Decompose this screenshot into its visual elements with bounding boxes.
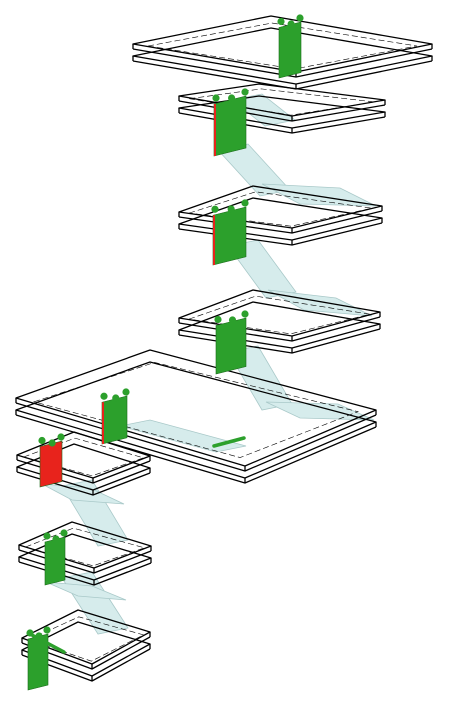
riser-core	[100, 388, 130, 445]
riser-node	[241, 199, 249, 207]
riser-node	[227, 205, 235, 213]
stair-landing	[41, 483, 125, 505]
riser-cores	[26, 14, 304, 691]
riser-node	[241, 88, 249, 96]
slab-top-face	[15, 361, 377, 479]
riser-node	[296, 14, 304, 22]
stair-landing	[265, 401, 375, 421]
slab-inner-outline	[188, 295, 371, 335]
slab-bottom-edge	[178, 210, 383, 234]
riser-node	[57, 433, 65, 441]
stair-ramps	[41, 93, 377, 635]
riser-core	[212, 88, 249, 157]
slab-inner-outline	[189, 88, 375, 116]
slab-inner-outline	[147, 22, 418, 70]
riser-core	[38, 433, 65, 488]
riser-node	[228, 316, 237, 324]
riser-node	[43, 532, 51, 540]
riser-shaft	[44, 536, 66, 586]
riser-node	[287, 20, 295, 28]
riser-node	[214, 315, 222, 324]
riser-node	[100, 392, 108, 400]
riser-node	[38, 436, 46, 445]
riser-node	[122, 388, 130, 396]
pipe-connector	[28, 632, 66, 654]
riser-node	[211, 205, 219, 213]
riser-shaft	[278, 21, 302, 79]
slab-inner-outline	[189, 191, 372, 227]
slab-inner-outline	[24, 527, 146, 567]
slab-top-face	[18, 521, 152, 569]
riser-node	[277, 17, 285, 26]
riser-shaft	[39, 440, 63, 488]
stair-ramp	[119, 419, 247, 453]
slab-bottom-edge	[15, 414, 377, 484]
slab-inner-outline	[27, 616, 145, 662]
slab-inner-outline	[32, 362, 359, 458]
riser-node	[48, 439, 56, 447]
pipe-connector	[212, 436, 246, 448]
riser-core	[211, 199, 249, 266]
riser-shaft	[213, 95, 247, 157]
riser-shaft	[101, 395, 128, 445]
riser-node	[43, 626, 51, 634]
floor-level-2	[178, 83, 386, 134]
riser-node	[112, 394, 120, 402]
riser-shaft	[212, 206, 247, 266]
riser-core	[277, 14, 304, 79]
riser-node	[241, 310, 249, 318]
stair-landing	[45, 581, 127, 601]
floor-level-4	[178, 289, 381, 354]
riser-shaft	[215, 317, 247, 375]
riser-core	[43, 529, 68, 586]
riser-node	[52, 535, 60, 543]
riser-node	[212, 94, 220, 102]
riser-node	[60, 529, 68, 537]
riser-core	[214, 310, 249, 375]
slab-top-face	[16, 431, 151, 479]
riser-node	[228, 94, 236, 102]
